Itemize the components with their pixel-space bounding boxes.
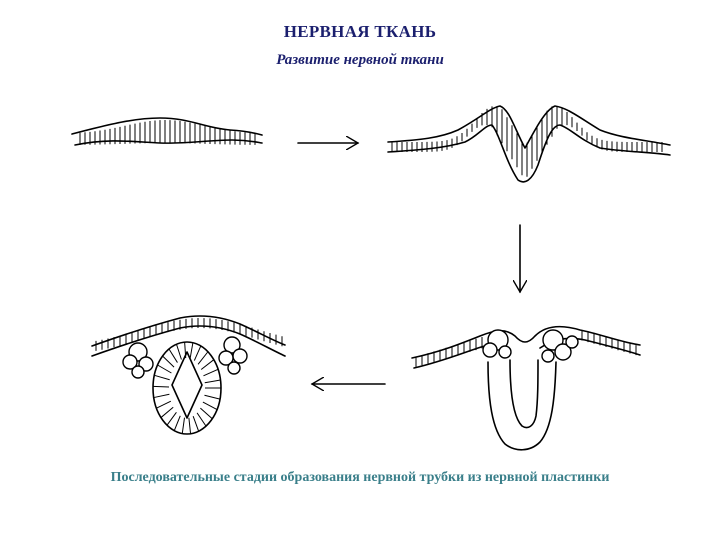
stage-neural-plate bbox=[72, 118, 262, 145]
cell-boundary bbox=[176, 344, 181, 359]
cell-boundary bbox=[204, 395, 220, 399]
cell-boundary bbox=[169, 349, 177, 363]
cell-boundary bbox=[154, 375, 169, 379]
stage-neural-tube bbox=[92, 316, 285, 434]
cell-boundary bbox=[156, 401, 170, 408]
cell-boundary bbox=[203, 402, 217, 410]
neural-crest-right bbox=[542, 330, 578, 362]
cell-boundary bbox=[201, 360, 214, 370]
cell-boundary bbox=[161, 407, 173, 417]
cell-boundary bbox=[153, 386, 169, 387]
cell-boundary bbox=[174, 416, 180, 431]
cell-boundary bbox=[203, 369, 218, 376]
stage-neural-folds bbox=[412, 327, 640, 450]
cell-boundary bbox=[200, 408, 212, 419]
cell-boundary bbox=[158, 365, 172, 373]
cell-boundary bbox=[197, 413, 206, 426]
cell-boundary bbox=[193, 416, 198, 431]
cell-boundary bbox=[154, 394, 170, 397]
stage-neural-groove bbox=[388, 106, 670, 182]
cell-boundary bbox=[198, 352, 208, 365]
neural-crest-left bbox=[123, 343, 153, 378]
figure-caption: Последовательные стадии образования нерв… bbox=[0, 470, 720, 486]
cell-boundary bbox=[189, 418, 191, 434]
cell-boundary bbox=[182, 418, 184, 434]
cell-boundary bbox=[167, 412, 176, 425]
cell-boundary bbox=[190, 343, 193, 359]
cell-boundary bbox=[205, 380, 221, 383]
cell-boundary bbox=[163, 356, 175, 367]
cell-boundary bbox=[194, 346, 201, 361]
neural-crest-right bbox=[219, 337, 247, 374]
